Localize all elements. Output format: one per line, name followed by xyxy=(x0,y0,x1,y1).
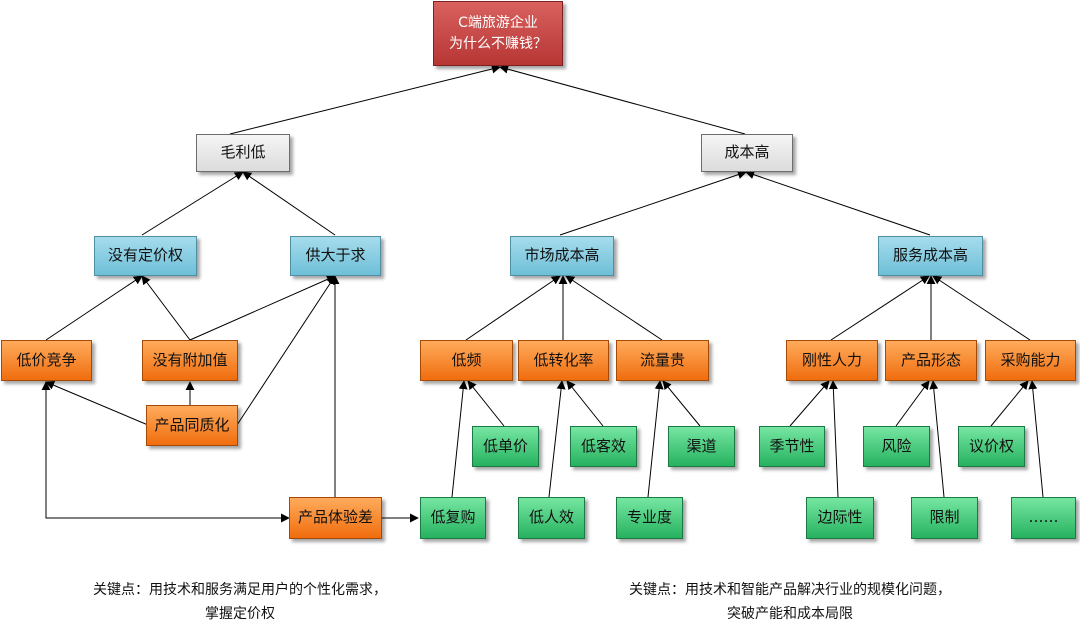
edge-purchase-to-service xyxy=(932,275,1031,341)
node-low-price-competition: 低价竞争 xyxy=(1,340,92,381)
edge-homog-to-lowprice xyxy=(45,380,149,426)
node-restriction: 限制 xyxy=(911,497,978,539)
node-cost-high: 成本高 xyxy=(701,134,793,172)
right-key-point-note: 关键点：用技术和智能产品解决行业的规模化问题， 突破产能和成本局限 xyxy=(560,578,1020,626)
node-oversupply: 供大于求 xyxy=(290,236,381,276)
node-rigid-labor: 刚性人力 xyxy=(786,340,878,381)
edge-service-to-cost xyxy=(745,170,931,236)
right-note-line-1: 关键点：用技术和智能产品解决行业的规模化问题， xyxy=(629,582,951,598)
edge-repurchase-to-lowfreq xyxy=(451,380,468,498)
node-low-customer-efficiency: 低客效 xyxy=(570,426,637,467)
node-product-form: 产品形态 xyxy=(885,340,977,381)
node-seasonality: 季节性 xyxy=(759,426,825,467)
edge-margin-to-root xyxy=(229,64,501,135)
root-line-1: C端旅游企业 xyxy=(458,15,538,32)
edge-lowprice-to-pricing xyxy=(45,275,143,341)
edge-bargain-to-purchase xyxy=(990,380,1029,427)
edge-rigid-to-service xyxy=(830,275,930,341)
node-channels: 渠道 xyxy=(668,426,735,467)
node-homogenization: 产品同质化 xyxy=(146,405,238,446)
node-low-unit-price: 低单价 xyxy=(472,426,539,467)
edge-unitprice-to-lowfreq xyxy=(467,380,505,427)
node-margin-low: 毛利低 xyxy=(196,134,290,172)
edge-channels-to-traffic xyxy=(662,380,701,427)
edge-supply-to-margin xyxy=(242,171,336,236)
node-traffic-expensive: 流量贵 xyxy=(616,340,709,381)
node-low-staff-efficiency: 低人效 xyxy=(518,497,585,539)
edge-poorexp-lowprice xyxy=(41,381,290,519)
root-line-2: 为什么不赚钱？ xyxy=(449,35,547,52)
edge-traffic-to-market xyxy=(565,275,663,341)
edge-more-to-purchase xyxy=(1028,380,1044,498)
left-key-point-note: 关键点：用技术和服务满足用户的个性化需求， 掌握定价权 xyxy=(30,578,450,626)
node-more: …… xyxy=(1011,497,1076,539)
node-poor-experience: 产品体验差 xyxy=(289,497,382,539)
node-purchasing-power: 采购能力 xyxy=(985,340,1076,381)
edge-restrict-to-form xyxy=(929,380,945,498)
left-note-line-2: 掌握定价权 xyxy=(205,606,275,622)
node-service-cost-high: 服务成本高 xyxy=(878,236,983,276)
edge-marginal-to-rigid xyxy=(828,380,839,498)
edge-custeff-to-lowconv xyxy=(566,380,604,427)
node-low-frequency: 低频 xyxy=(420,340,513,381)
edge-season-to-rigid xyxy=(789,380,830,427)
edge-lowfreq-to-market xyxy=(465,275,561,341)
node-low-repurchase: 低复购 xyxy=(420,497,486,539)
node-marginality: 边际性 xyxy=(806,497,874,539)
edge-noadded-to-supply xyxy=(189,275,336,341)
edge-special-to-traffic xyxy=(647,380,664,498)
edge-staffeff-to-lowconv xyxy=(548,380,566,498)
edge-cost-to-root xyxy=(499,64,746,135)
edge-homog-to-supply xyxy=(236,275,336,426)
node-no-added-value: 没有附加值 xyxy=(142,340,238,381)
node-low-conversion: 低转化率 xyxy=(518,340,609,381)
right-note-line-2: 突破产能和成本局限 xyxy=(727,606,853,622)
node-specialization: 专业度 xyxy=(616,497,683,539)
root-question-node: C端旅游企业 为什么不赚钱？ xyxy=(433,1,563,66)
node-bargaining-power: 议价权 xyxy=(958,426,1025,467)
edge-pricing-to-margin xyxy=(141,171,244,236)
edge-market-to-cost xyxy=(559,170,747,236)
node-no-pricing-power: 没有定价权 xyxy=(94,236,197,276)
node-market-cost-high: 市场成本高 xyxy=(510,236,614,276)
left-note-line-1: 关键点：用技术和服务满足用户的个性化需求， xyxy=(93,582,387,598)
node-risk: 风险 xyxy=(863,426,930,467)
edge-noadded-to-pricing xyxy=(141,275,191,341)
edge-risk-to-form xyxy=(895,380,930,427)
